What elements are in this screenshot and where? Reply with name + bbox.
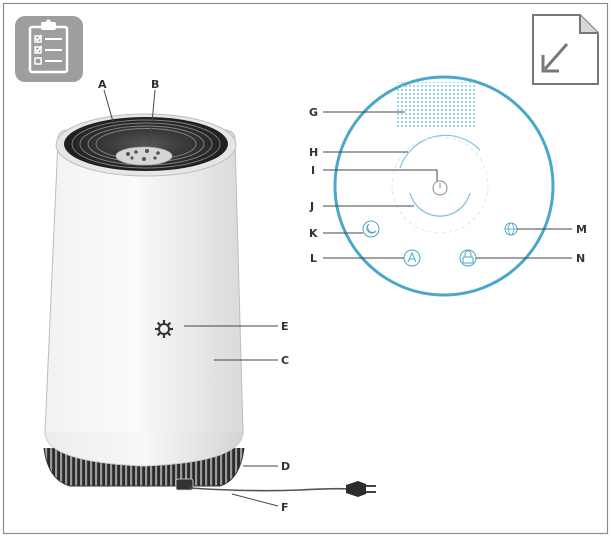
air-purifier [43, 113, 376, 497]
air-outlet-grille [64, 117, 228, 171]
leader-lines [103, 89, 572, 507]
auto-mode-icon[interactable] [403, 249, 421, 267]
label-f: F [281, 501, 289, 514]
control-panel-detail [333, 75, 555, 297]
label-i: I [311, 164, 315, 177]
label-e: E [281, 320, 289, 333]
sensor-icon [155, 320, 173, 338]
checklist-clipboard-icon [15, 16, 83, 82]
fan-speed-arc [399, 134, 481, 169]
housing [44, 129, 244, 467]
display-dot-matrix [397, 82, 477, 128]
panel-ring [333, 75, 555, 297]
power-icon[interactable] [432, 180, 448, 196]
label-b: B [151, 78, 159, 91]
child-lock-icon[interactable] [459, 249, 477, 267]
sleep-mode-icon[interactable] [362, 220, 380, 238]
light-indicator-arc [409, 192, 471, 217]
label-a: A [98, 78, 107, 91]
label-d: D [281, 460, 290, 473]
label-l: L [310, 252, 317, 265]
label-c: C [281, 354, 289, 367]
folded-page-arrow-icon [532, 14, 599, 85]
power-cable [189, 487, 351, 492]
label-k: K [309, 227, 318, 240]
label-m: M [576, 223, 587, 236]
label-n: N [576, 252, 585, 265]
control-panel-disc [115, 146, 173, 166]
label-h: H [309, 146, 318, 159]
label-j: J [309, 200, 314, 213]
wifi-globe-icon[interactable] [504, 222, 518, 236]
power-plug [346, 481, 376, 497]
label-g: G [309, 106, 318, 119]
power-inlet [175, 478, 194, 491]
